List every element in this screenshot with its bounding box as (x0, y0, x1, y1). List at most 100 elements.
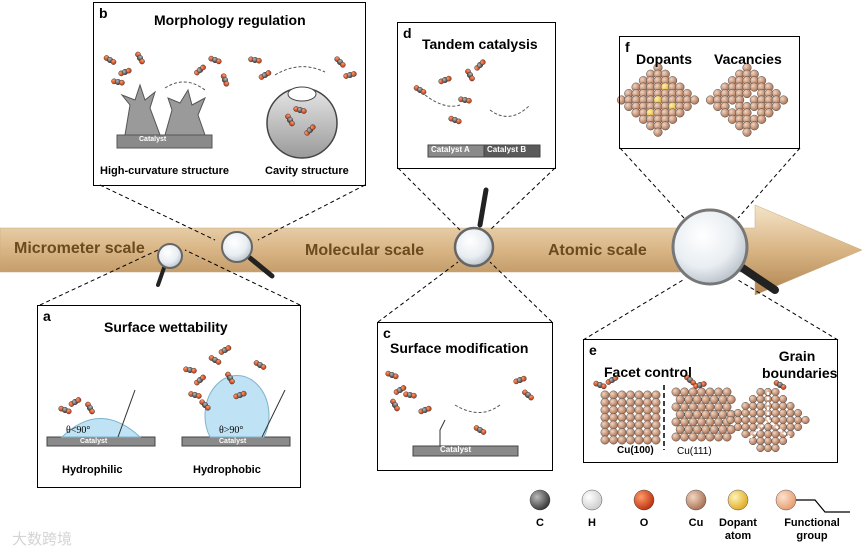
panel-title: Surface modification (390, 340, 529, 356)
caption-hydrophobic: Hydrophobic (193, 464, 261, 476)
panel-f-graphics (616, 63, 789, 137)
co2-molecule (118, 67, 132, 77)
legend-label-functional-group: Functional group (784, 517, 840, 542)
cu-atom (660, 121, 670, 131)
co2-molecule (218, 345, 232, 355)
grain-boundary-line (747, 392, 791, 441)
label-cu111: Cu(111) (677, 446, 712, 457)
cu-atom (764, 108, 774, 118)
caption-cavity: Cavity structure (265, 165, 349, 177)
legend-label-o: O (639, 517, 649, 529)
cu-atom (801, 416, 810, 425)
co2-molecule (111, 78, 125, 86)
co2-molecule (334, 56, 346, 68)
co2-molecule (183, 366, 197, 374)
title-dopants: Dopants (636, 51, 692, 67)
co2-molecule (135, 51, 145, 65)
panel-title: Surface wettability (104, 319, 228, 335)
catalyst-b-label: Catalyst B (487, 145, 527, 154)
functional-group-tail (796, 499, 850, 513)
co2-molecule (474, 59, 486, 71)
angle-label-hydrophobic: θ>90° (219, 425, 244, 436)
co2-molecule (293, 106, 307, 114)
title-grain-boundaries: Grain boundaries (762, 348, 838, 381)
cu-atom (794, 423, 803, 432)
co2-molecule (393, 385, 407, 395)
co2-molecule (258, 70, 272, 80)
magnifier-lens-small (156, 243, 183, 287)
magnifier-lens-atomic (671, 208, 779, 294)
co2-molecule (248, 56, 262, 64)
co2-molecule (208, 55, 222, 65)
cu-atom (651, 435, 661, 445)
co2-molecule (188, 391, 202, 399)
panel-b-graphics (116, 66, 338, 159)
panel-label: a (43, 308, 51, 324)
copper-atom-swatch (685, 489, 707, 511)
panel-tandem-catalysis: d Tandem catalysis Catalyst A Catalyst B (397, 22, 556, 169)
panel-e-graphics (600, 385, 810, 453)
catalyst-a-label: Catalyst A (431, 145, 470, 154)
co2-molecule (208, 355, 222, 365)
panel-c-graphics (412, 404, 519, 457)
panel-dopants-vacancies: f Dopants Vacancies (619, 36, 800, 149)
carbon-atom-swatch (529, 489, 551, 511)
co2-molecule (605, 375, 619, 385)
cu-atom (779, 437, 788, 446)
co2-molecule (693, 381, 707, 389)
panel-surface-wettability: a Surface wettability θ<90° θ>90° Cataly… (37, 305, 301, 488)
panel-a-graphics (46, 375, 291, 447)
co2-molecule (253, 360, 267, 370)
title-facet-control: Facet control (604, 364, 692, 380)
cu-atom (749, 121, 759, 131)
panel-label: c (383, 325, 391, 341)
panel-label: d (403, 25, 412, 41)
cu-atom (742, 127, 752, 137)
catalyst-label: Catalyst (290, 77, 318, 84)
panel-d-graphics (424, 94, 541, 158)
cu-atom (668, 114, 678, 124)
magnifier-lens-molecular (453, 187, 495, 268)
co2-molecule (199, 399, 211, 411)
co2-molecule (58, 405, 72, 415)
scale-label-micrometer: Micrometer scale (14, 240, 145, 257)
caption-hydrophilic: Hydrophilic (62, 464, 123, 476)
panel-title: Tandem catalysis (422, 36, 538, 52)
panel-label: b (99, 5, 108, 21)
hydrogen-atom-swatch (581, 489, 603, 511)
cu-atom (771, 444, 780, 453)
label-cu100: Cu(100) (617, 445, 654, 456)
co2-molecule (194, 64, 206, 76)
co2-molecule (385, 370, 399, 380)
oxygen-atom-swatch (633, 489, 655, 511)
cu-atom (779, 95, 789, 105)
co2-molecule (285, 113, 295, 127)
co2-molecule (465, 68, 475, 82)
co2-molecule (458, 96, 472, 104)
panel-morphology-regulation: b Morphology regulation Catalyst Catalys… (93, 2, 366, 186)
panel-facet-grain: e Facet control Grain boundaries Cu(100)… (583, 339, 838, 463)
dopant-atom-swatch (727, 489, 749, 511)
cu-atom (722, 402, 732, 412)
legend-graphics (529, 489, 850, 513)
co2-molecule (438, 75, 452, 85)
cu-atom (653, 127, 663, 137)
co2-molecule (304, 124, 316, 136)
co2-molecule (343, 71, 357, 79)
co2-molecule (413, 85, 427, 95)
cu-atom (771, 101, 781, 111)
scale-label-molecular: Molecular scale (305, 242, 425, 259)
co2-molecule (473, 425, 487, 435)
co2-molecule (220, 73, 230, 87)
co2-molecule (773, 380, 787, 390)
legend-label-c: C (536, 517, 544, 529)
co2-molecule (684, 374, 696, 386)
cu-atom (690, 95, 700, 105)
catalyst-label: Catalyst (440, 445, 472, 454)
co2-molecule (593, 380, 607, 390)
panel-label: e (589, 342, 597, 358)
catalyst-label: Catalyst (139, 136, 167, 143)
watermark: 大数跨境 (12, 530, 73, 548)
cu-atom (722, 432, 732, 442)
panel-surface-modification: c Surface modification Catalyst (377, 322, 553, 471)
